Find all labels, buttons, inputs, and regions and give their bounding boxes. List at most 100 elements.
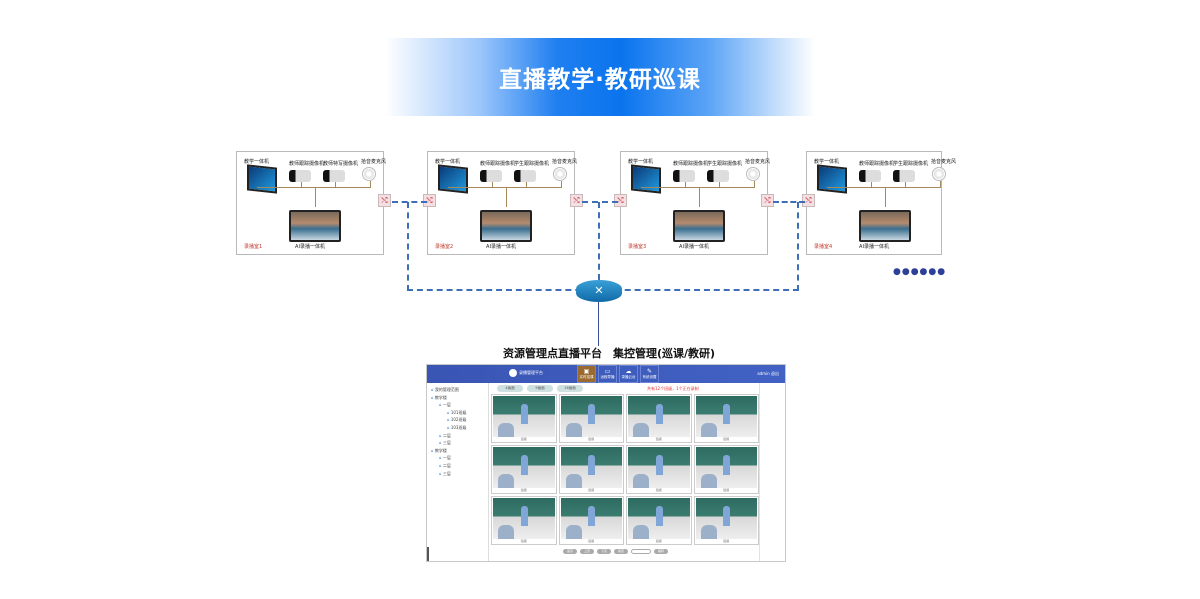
scrollbar[interactable] bbox=[427, 547, 429, 561]
wire bbox=[641, 187, 755, 188]
device-label: AI录播一体机 bbox=[295, 244, 325, 250]
link-line bbox=[582, 201, 618, 203]
video-tile[interactable]: 班级 bbox=[558, 496, 624, 545]
link-line bbox=[773, 201, 805, 203]
nav-settings[interactable]: ✎系统设置 bbox=[640, 365, 659, 383]
app-logo: 录播管理平台 bbox=[509, 369, 543, 377]
tile-label: 班级 bbox=[520, 539, 527, 543]
next-page-button[interactable]: 下页 bbox=[597, 549, 611, 554]
layout-4-button[interactable]: 4画面 bbox=[497, 385, 523, 392]
display-label: 教学一体机 bbox=[628, 159, 654, 165]
building-icon: ⌂ bbox=[439, 432, 442, 438]
teaching-display-icon bbox=[817, 164, 847, 194]
ai-recorder-icon bbox=[859, 210, 911, 242]
camera-icon bbox=[480, 170, 502, 182]
camera2-label: 学生跟踪摄像机 bbox=[893, 161, 929, 167]
video-tile[interactable]: 班级 bbox=[693, 445, 759, 494]
mic-label: 拾音麦克风 bbox=[552, 159, 578, 165]
page-input[interactable] bbox=[631, 549, 651, 554]
router-icon: ✕ bbox=[576, 280, 622, 302]
building-icon: ⌂ bbox=[447, 425, 450, 430]
wire bbox=[699, 187, 700, 207]
classroom-video bbox=[695, 498, 757, 539]
video-tile[interactable]: 班级 bbox=[558, 445, 624, 494]
goto-button[interactable]: 跳转 bbox=[654, 549, 668, 554]
tree-item[interactable]: ⌂ 我的管理范围 bbox=[431, 387, 459, 392]
wire bbox=[370, 181, 371, 188]
tree-item[interactable]: ⌂ 二层 bbox=[439, 463, 451, 468]
building-icon: ⌂ bbox=[439, 402, 442, 408]
video-grid: 班级班级班级班级班级班级班级班级班级班级班级班级 bbox=[491, 394, 759, 545]
video-tile[interactable]: 班级 bbox=[491, 496, 557, 545]
tree-item[interactable]: ⌂ 102班级 bbox=[447, 417, 467, 423]
tile-label: 班级 bbox=[723, 437, 730, 441]
building-icon: ⌂ bbox=[431, 394, 434, 400]
switch-icon: ⤭ bbox=[802, 194, 815, 207]
page-title: 直播教学·教研巡课 bbox=[499, 67, 701, 93]
wire bbox=[301, 182, 302, 188]
tile-label: 班级 bbox=[588, 437, 595, 441]
ai-recorder-icon bbox=[289, 210, 341, 242]
tree-item[interactable]: ⌂ 二层 bbox=[439, 432, 451, 438]
camera-icon bbox=[859, 170, 881, 182]
tree-sidebar: ⌂ 我的管理范围⌂ 教学楼⌂ 一层⌂ 101班级⌂ 102班级⌂ 103班级⌂ … bbox=[427, 383, 489, 561]
tree-item[interactable]: ⌂ 一层 bbox=[439, 455, 451, 461]
layout-16-button[interactable]: 16画面 bbox=[557, 385, 583, 392]
building-icon: ⌂ bbox=[439, 440, 442, 446]
nav-cloud[interactable]: ☁录播云台 bbox=[619, 365, 638, 383]
tile-label: 班级 bbox=[655, 488, 662, 492]
camera-icon bbox=[707, 170, 729, 182]
video-tile[interactable]: 班级 bbox=[558, 394, 624, 443]
last-page-button[interactable]: 尾页 bbox=[614, 549, 628, 554]
tree-item[interactable]: ⌂ 103班级 bbox=[447, 425, 467, 430]
layout-9-button[interactable]: 9画面 bbox=[527, 385, 553, 392]
network-trunk bbox=[598, 202, 600, 280]
building-icon: ⌂ bbox=[439, 470, 442, 476]
microphone-icon bbox=[746, 167, 760, 181]
video-tile[interactable]: 班级 bbox=[491, 445, 557, 494]
tree-item[interactable]: ⌂ 三层 bbox=[439, 470, 451, 476]
ai-recorder-icon bbox=[480, 210, 532, 242]
video-tile[interactable]: 班级 bbox=[626, 445, 692, 494]
user-menu[interactable]: admin 退出 bbox=[757, 371, 779, 376]
classroom-video bbox=[695, 396, 757, 437]
video-tile[interactable]: 班级 bbox=[626, 496, 692, 545]
building-icon: ⌂ bbox=[439, 463, 442, 468]
building-icon: ⌂ bbox=[431, 447, 434, 453]
video-tile[interactable]: 班级 bbox=[693, 394, 759, 443]
wire bbox=[827, 187, 941, 188]
switch-icon: ⤭ bbox=[761, 194, 774, 207]
room-name: 录播室1 bbox=[244, 244, 263, 250]
wire bbox=[335, 182, 336, 188]
display-label: 教学一体机 bbox=[435, 159, 461, 165]
first-page-button[interactable]: 首页 bbox=[563, 549, 577, 554]
room-name: 录播室3 bbox=[628, 244, 647, 250]
teaching-display-icon bbox=[247, 164, 277, 194]
classroom-video bbox=[695, 447, 757, 488]
wire bbox=[448, 187, 562, 188]
tree-item[interactable]: ⌂ 教学楼 bbox=[431, 394, 447, 400]
room-name: 录播室4 bbox=[814, 244, 833, 250]
camera1-label: 教师跟踪摄像机 bbox=[480, 161, 516, 167]
classroom-2: 教学一体机 教师跟踪摄像机 学生跟踪摄像机 拾音麦克风 录播室2 AI录播一体机 bbox=[427, 151, 578, 255]
tree-item[interactable]: ⌂ 101班级 bbox=[447, 409, 467, 415]
tile-label: 班级 bbox=[723, 539, 730, 543]
tree-item[interactable]: ⌂ 教学楼 bbox=[431, 447, 447, 453]
tile-label: 班级 bbox=[520, 488, 527, 492]
switch-icon: ⤭ bbox=[378, 194, 391, 207]
camera1-label: 教师跟踪摄像机 bbox=[673, 161, 709, 167]
nav-live-patrol[interactable]: ▣实时巡课 bbox=[577, 365, 596, 383]
microphone-icon bbox=[362, 167, 376, 181]
tree-item[interactable]: ⌂ 一层 bbox=[439, 402, 451, 408]
tree-item[interactable]: ⌂ 三层 bbox=[439, 440, 451, 446]
classroom-4: 教学一体机 教师跟踪摄像机 学生跟踪摄像机 拾音麦克风 录播室4 AI录播一体机 bbox=[806, 151, 956, 255]
teaching-display-icon bbox=[438, 164, 468, 194]
switch-icon: ⤭ bbox=[423, 194, 436, 207]
pager: 首页 上页 下页 尾页 跳转 bbox=[563, 549, 668, 554]
video-tile[interactable]: 班级 bbox=[491, 394, 557, 443]
nav-remote-direct[interactable]: ▭远程导播 bbox=[598, 365, 617, 383]
video-tile[interactable]: 班级 bbox=[693, 496, 759, 545]
video-tile[interactable]: 班级 bbox=[626, 394, 692, 443]
tile-label: 班级 bbox=[655, 437, 662, 441]
prev-page-button[interactable]: 上页 bbox=[580, 549, 594, 554]
